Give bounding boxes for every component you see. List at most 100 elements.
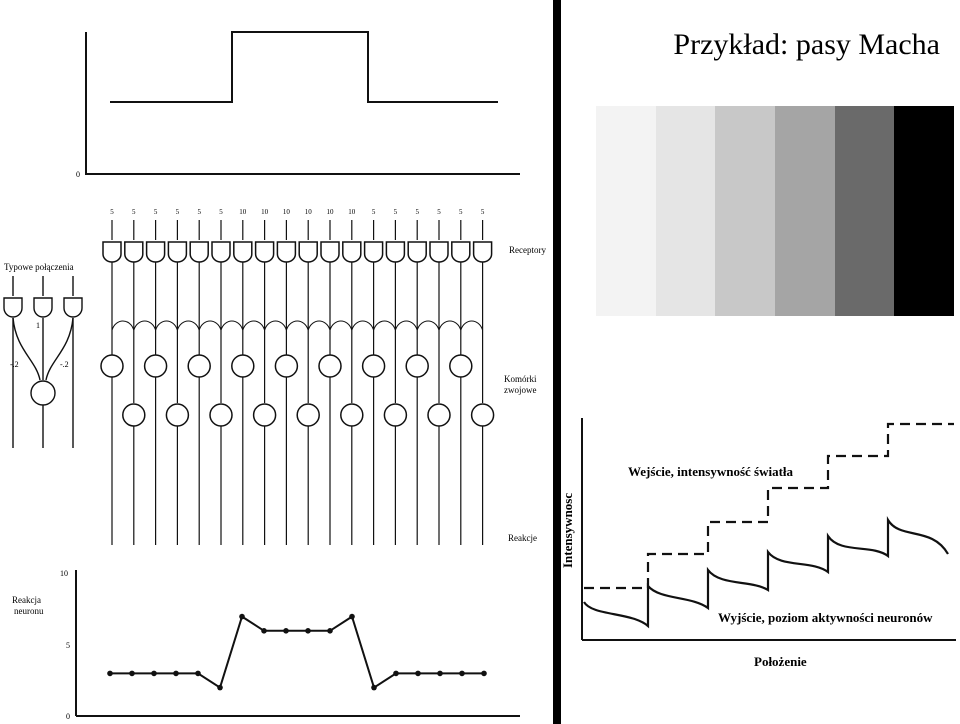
receptor-value: 5 bbox=[415, 208, 419, 216]
ganglion-cell bbox=[318, 354, 342, 378]
mach-band bbox=[596, 106, 656, 316]
response-point bbox=[239, 613, 245, 620]
receptor-value: 10 bbox=[261, 208, 269, 216]
response-chart-axes bbox=[75, 570, 520, 717]
response-point bbox=[349, 613, 355, 620]
response-point bbox=[393, 670, 399, 677]
stimulus-plot bbox=[85, 31, 520, 175]
response-point bbox=[415, 670, 421, 677]
ganglion-cell bbox=[274, 354, 299, 378]
receptor-value: 5 bbox=[219, 208, 223, 216]
receptor bbox=[451, 241, 471, 263]
receptor-value: 5 bbox=[394, 208, 398, 216]
slide-title: Przykład: pasy Macha bbox=[673, 28, 940, 61]
receptor-value: 10 bbox=[239, 208, 247, 216]
ganglion-cell bbox=[383, 403, 408, 427]
input-step-line bbox=[584, 422, 954, 590]
receptor bbox=[342, 241, 362, 263]
receptor bbox=[472, 241, 493, 263]
inhibitory-connection bbox=[220, 320, 244, 331]
mach-band bbox=[834, 106, 895, 316]
inhibitory-connection bbox=[416, 320, 440, 331]
receptor bbox=[145, 241, 166, 263]
response-tick-5: 5 bbox=[66, 641, 70, 650]
receptor bbox=[102, 241, 122, 263]
mach-bands bbox=[596, 106, 955, 316]
inhibitory-connection bbox=[351, 320, 375, 331]
receptor-network bbox=[100, 220, 495, 545]
receptor bbox=[233, 241, 253, 263]
response-point bbox=[195, 670, 201, 677]
inhibitory-connection bbox=[176, 320, 200, 331]
response-point bbox=[459, 670, 465, 677]
ganglion-cell bbox=[340, 403, 364, 427]
inhibitory-connection bbox=[329, 320, 353, 331]
weight-right: -.2 bbox=[60, 360, 69, 369]
response-point bbox=[481, 670, 487, 677]
ganglion-cell bbox=[252, 403, 277, 427]
receptor bbox=[363, 241, 384, 263]
ganglion-cell bbox=[405, 354, 429, 378]
ganglion-cell bbox=[361, 354, 386, 378]
inhibitory-connection bbox=[394, 320, 418, 331]
input-label: Wejście, intensywność światła bbox=[628, 464, 794, 479]
receptor-value: 5 bbox=[154, 208, 158, 216]
response-point bbox=[327, 628, 333, 634]
receptor-value: 10 bbox=[283, 208, 291, 216]
receptor bbox=[407, 241, 427, 263]
weight-center: 1 bbox=[36, 321, 40, 330]
response-point bbox=[261, 628, 267, 634]
receptor bbox=[429, 241, 449, 263]
receptor bbox=[189, 241, 209, 263]
inhibitory-connection bbox=[111, 320, 135, 331]
response-point bbox=[305, 628, 311, 634]
inhibitory-connection bbox=[460, 320, 484, 331]
receptor bbox=[385, 241, 406, 263]
mach-band bbox=[715, 106, 776, 316]
output-label: Wyjście, poziom aktywności neuronów bbox=[718, 610, 933, 625]
response-point bbox=[283, 628, 289, 634]
ganglion-cell bbox=[100, 354, 124, 378]
receptor bbox=[124, 241, 144, 263]
intensity-graph: Wejście, intensywność światła Wyjście, p… bbox=[562, 418, 956, 669]
inhibitory-connection bbox=[285, 320, 309, 331]
inhibitory-connection bbox=[307, 320, 331, 331]
stimulus-axis-zero: 0 bbox=[76, 170, 80, 179]
receptor-value: 5 bbox=[372, 208, 376, 216]
receptor bbox=[254, 241, 275, 263]
inhibitory-connection bbox=[373, 320, 396, 331]
mach-band bbox=[655, 106, 716, 316]
typical-connections-label: Typowe połączenia bbox=[4, 262, 74, 272]
inhibitory-connection bbox=[242, 320, 266, 331]
ganglion-cell bbox=[427, 403, 451, 427]
receptor-value: 10 bbox=[327, 208, 335, 216]
response-tick-0: 0 bbox=[66, 712, 70, 721]
response-point bbox=[217, 684, 223, 691]
inhibitory-connection bbox=[155, 320, 178, 331]
receptor-value: 5 bbox=[459, 208, 463, 216]
response-series bbox=[107, 613, 487, 691]
receptor-value: 5 bbox=[437, 208, 441, 216]
inhibitory-connection bbox=[133, 320, 157, 331]
ganglion-cell bbox=[122, 403, 146, 427]
typical-connections-inset bbox=[3, 276, 83, 448]
ganglion-cell bbox=[470, 403, 495, 427]
responses-label: Reakcje bbox=[508, 533, 537, 543]
divider-bar bbox=[553, 0, 561, 724]
graph-axes bbox=[581, 418, 956, 641]
response-point bbox=[107, 670, 113, 677]
response-tick-10: 10 bbox=[60, 569, 68, 578]
receptor bbox=[211, 241, 231, 263]
ganglion-cell bbox=[296, 403, 320, 427]
receptor bbox=[320, 241, 340, 263]
inhibitory-connection bbox=[264, 320, 287, 331]
inhibitory-connection bbox=[438, 320, 462, 331]
output-activity-line bbox=[583, 516, 949, 629]
response-point bbox=[129, 670, 135, 677]
receptors-label: Receptory bbox=[509, 245, 546, 255]
response-point bbox=[371, 684, 377, 691]
receptor bbox=[276, 241, 297, 263]
